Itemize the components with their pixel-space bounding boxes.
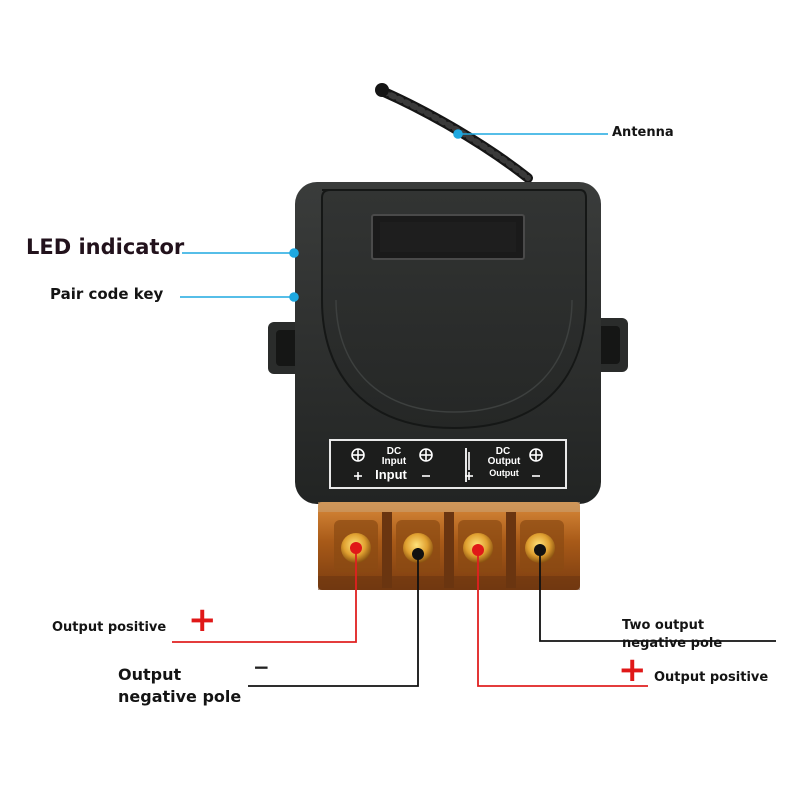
dc-output-label: DC — [495, 446, 511, 457]
output-negative-pole-label: Output negative pole — [118, 664, 241, 708]
two-output-negative-pole-label: Two output negative pole — [622, 617, 722, 653]
pair-code-key-label: Pair code key — [50, 285, 164, 303]
negative-wire-mid — [248, 548, 419, 687]
led-indicator-label: LED indicator — [26, 235, 185, 259]
plus-sign-left: + — [188, 600, 217, 640]
terminal-screw-icon — [351, 448, 543, 470]
negative-wire-right — [539, 548, 776, 642]
plus-sign-right: + — [618, 650, 647, 690]
two-output-line2: negative pole — [622, 636, 723, 651]
output-negative-pole-line2: negative pole — [118, 687, 242, 706]
output-negative-pole-line1: Output — [118, 665, 182, 684]
antenna-coil-icon — [375, 83, 533, 183]
output-label-large: Output — [489, 468, 519, 478]
input-label-small: Input — [381, 456, 407, 467]
minus-sign: − — [253, 655, 270, 679]
input-label-large: Input — [375, 467, 407, 482]
terminal-label-panel — [329, 439, 567, 489]
output-label-small: Output — [487, 456, 521, 467]
output-positive-right-label: Output positive — [654, 670, 769, 685]
two-output-line1: Two output — [622, 618, 705, 633]
positive-wire-left — [172, 548, 357, 643]
dc-input-label: DC — [386, 446, 402, 457]
positive-wire-right — [477, 548, 648, 687]
output-positive-left-label: Output positive — [52, 620, 167, 635]
antenna-label: Antenna — [612, 125, 674, 140]
